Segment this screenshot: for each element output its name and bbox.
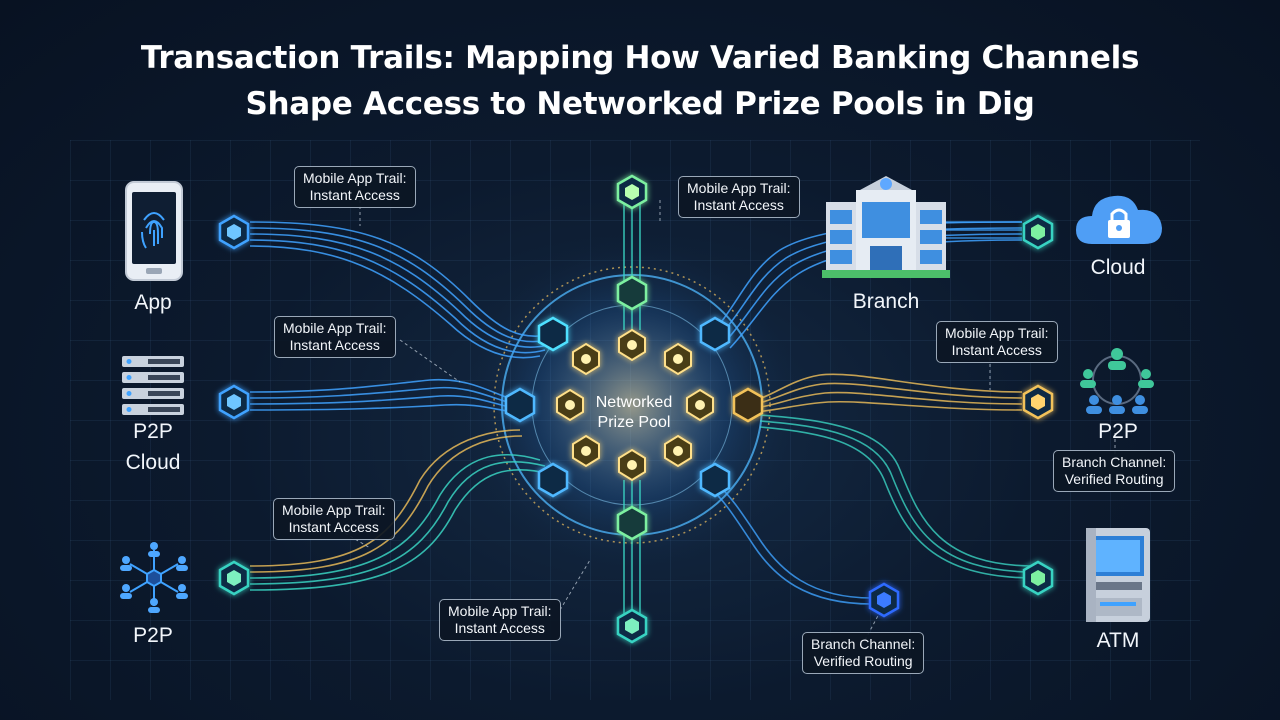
cloud-lock-icon: [1076, 195, 1162, 244]
smartphone-fingerprint-icon: [125, 181, 183, 281]
callout-mobile-app-trail: Mobile App Trail:Instant Access: [439, 599, 561, 641]
trail-stubs-right: [945, 221, 1022, 239]
trail-bundle-vertical-bottom: [623, 480, 641, 630]
channel-label-p2p-right: P2P: [1098, 420, 1138, 443]
page-title-line-1: Transaction Trails: Mapping How Varied B…: [140, 40, 1140, 76]
callout-mobile-app-trail: Mobile App Trail:Instant Access: [936, 321, 1058, 363]
channel-label-p2p-cloud-bottom: Cloud: [125, 451, 181, 474]
callout-mobile-app-trail: Mobile App Trail:Instant Access: [274, 316, 396, 358]
trail-bundle-bottom-right: [709, 481, 873, 605]
hub-label-line-1: Networked: [596, 394, 672, 411]
callout-branch-channel: Branch Channel:Verified Routing: [802, 632, 925, 674]
channel-label-app: App: [134, 291, 172, 314]
trail-bundle-p2p-right: [754, 373, 1023, 413]
channel-node-cores: [227, 184, 1045, 634]
channel-label-atm: ATM: [1096, 629, 1140, 652]
trail-bundle-p2p-cloud: [249, 378, 516, 413]
hub-inner-node-cores: [565, 340, 705, 470]
channel-label-p2p-cloud-top: P2P: [133, 420, 173, 443]
channel-label-branch: Branch: [852, 290, 920, 313]
people-network-icon: [1080, 348, 1154, 414]
callout-branch-channel: Branch Channel:Verified Routing: [1053, 450, 1176, 492]
callout-mobile-app-trail: Mobile App Trail:Instant Access: [678, 176, 800, 218]
server-rack-icon: [122, 356, 184, 415]
trail-bundle-app: [249, 221, 549, 359]
channel-label-p2p-left: P2P: [133, 624, 173, 647]
bank-branch-icon: [822, 176, 950, 278]
callout-mobile-app-trail: Mobile App Trail:Instant Access: [294, 166, 416, 208]
atm-icon: [1086, 528, 1150, 622]
trail-bundle-gold-left: [249, 429, 523, 573]
p2p-network-icon: [120, 542, 188, 613]
trail-bundle-p2p-left: [249, 453, 551, 591]
hub-ring-nodes: [504, 275, 764, 541]
hub-label-line-2: Prize Pool: [598, 414, 671, 431]
channel-label-cloud: Cloud: [1090, 256, 1146, 279]
page-title-line-2: Shape Access to Networked Prize Pools in…: [245, 86, 1035, 122]
trail-bundle-atm: [759, 414, 1036, 579]
callout-leaders: [339, 200, 1116, 641]
callout-mobile-app-trail: Mobile App Trail:Instant Access: [273, 498, 395, 540]
